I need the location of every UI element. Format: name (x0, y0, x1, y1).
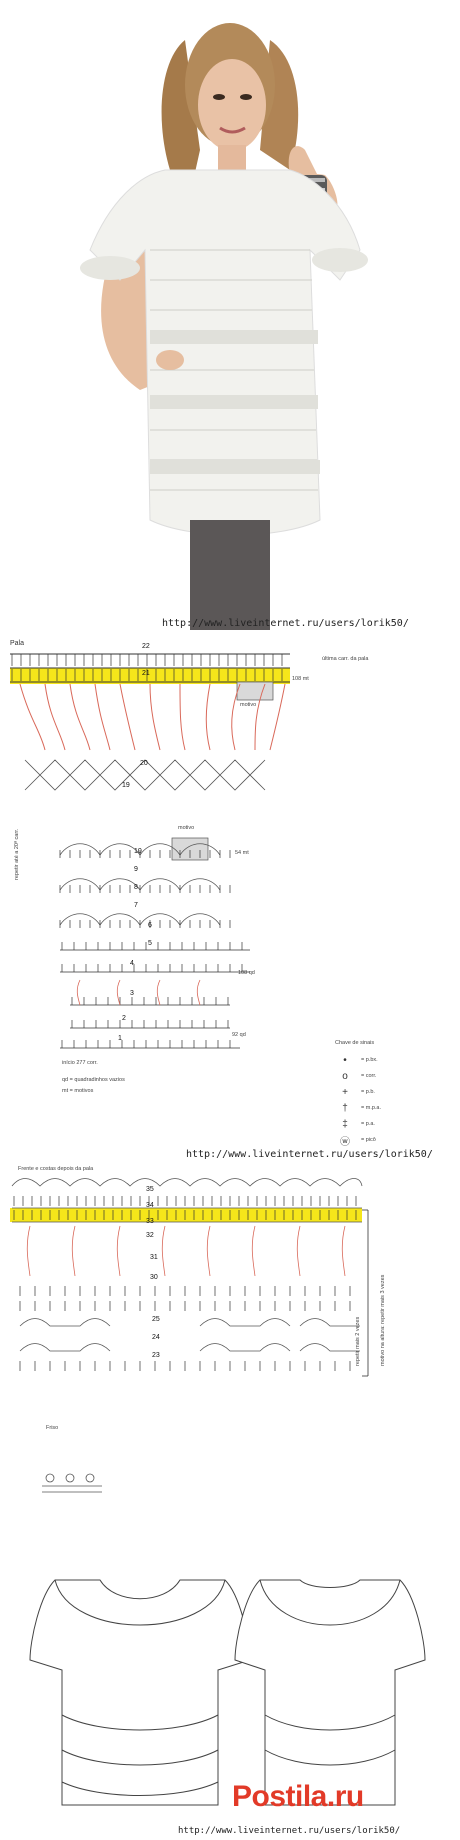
row-number: 10 (134, 848, 142, 855)
mid-url[interactable]: http://www.liveinternet.ru/users/lorik50… (186, 1149, 433, 1160)
repeat-label: repetir até a 20ª carr. (14, 828, 20, 880)
qd-definition: qd = quadradinhos vazios (62, 1077, 125, 1083)
row-number: 32 (146, 1232, 154, 1239)
chain-icon: o (342, 1070, 348, 1082)
pala-chart: Pala (0, 640, 460, 1148)
row-number: 8 (134, 884, 138, 891)
row-number: 33 (146, 1218, 154, 1225)
count-92qd: 92 qd (232, 1032, 246, 1038)
start-label: início 277 corr. (62, 1060, 98, 1066)
back-schematic (234, 1579, 426, 1806)
row-number: 34 (146, 1202, 154, 1209)
row-number: 23 (152, 1352, 160, 1359)
pala-highlight-bar (10, 668, 290, 684)
photo-illustration (80, 23, 368, 630)
legend-item: + = p.b. (335, 1084, 455, 1100)
frente-diagram (10, 1178, 369, 1377)
row-number: 30 (150, 1274, 158, 1281)
row-number: 35 (146, 1186, 154, 1193)
postila-watermark-logo: Postila.ru (232, 1780, 364, 1813)
row-number: 7 (134, 902, 138, 909)
frente-title: Frente e costas depois da pala (18, 1166, 94, 1172)
row-number: 3 (130, 990, 134, 997)
legend-item: o = corr. (335, 1068, 455, 1084)
row-number: 9 (134, 866, 138, 873)
row-number: 21 (142, 670, 150, 677)
count-54mt: 54 mt (235, 850, 249, 856)
friso-title: Friso (46, 1425, 59, 1431)
picot-icon: ⓦ (340, 1136, 350, 1148)
slip-stitch-icon: • (343, 1054, 347, 1066)
model-photo: http://www.liveinternet.ru/users/lorik50… (0, 0, 460, 632)
row-number: 31 (150, 1254, 158, 1261)
legend-item: † = m.p.a. (335, 1100, 455, 1116)
row-number: 22 (142, 643, 150, 650)
stitch-legend: Chave de sinais • = p.bx. o = corr. + = … (335, 1040, 455, 1148)
motivo-label: motivo (178, 825, 195, 831)
garment-schematics (29, 1579, 426, 1806)
front-schematic (29, 1579, 251, 1806)
pala-diagram (10, 653, 290, 1049)
legend-item: ‡ = p.a. (335, 1116, 455, 1132)
friso-diagram (42, 1473, 102, 1493)
mt-definition: mt = motivos (62, 1088, 94, 1094)
friso-section: Friso (0, 1425, 460, 1505)
row-number: 4 (130, 960, 134, 967)
frente-highlight-bar (10, 1208, 362, 1222)
bottom-url[interactable]: http://www.liveinternet.ru/users/lorik50… (178, 1826, 401, 1836)
legend-item: • = p.bx. (335, 1052, 455, 1068)
count-108qd: 108 qd (238, 970, 255, 976)
row-number: 6 (148, 922, 152, 929)
side-label-repeat-2: repetir mais 2 vezes (355, 1316, 361, 1366)
row-number: 25 (152, 1316, 160, 1323)
half-double-icon: † (342, 1102, 348, 1114)
row-number: 24 (152, 1334, 160, 1341)
side-label-repeat-3: motivo na altura: repetir mais 3 vezes (380, 1274, 386, 1366)
double-crochet-icon: ‡ (342, 1118, 348, 1130)
frente-chart: Frente e costas depois da pala 35 34 33 (0, 1166, 460, 1416)
pala-title: Pala (10, 640, 25, 647)
row-number: 20 (140, 760, 148, 767)
motivo-label: motivo (240, 702, 257, 708)
legend-title: Chave de sinais (335, 1040, 375, 1046)
legend-item: ⓦ = picô (335, 1132, 455, 1148)
row-number: 19 (122, 782, 130, 789)
single-crochet-icon: + (342, 1086, 348, 1098)
row-number: 1 (118, 1035, 122, 1042)
last-row-label: última carr. da pala (322, 656, 369, 662)
row-number: 5 (148, 940, 152, 947)
count-108mt: 108 mt (292, 676, 309, 682)
row-number: 2 (122, 1015, 126, 1022)
photo-url[interactable]: http://www.liveinternet.ru/users/lorik50… (162, 618, 409, 629)
